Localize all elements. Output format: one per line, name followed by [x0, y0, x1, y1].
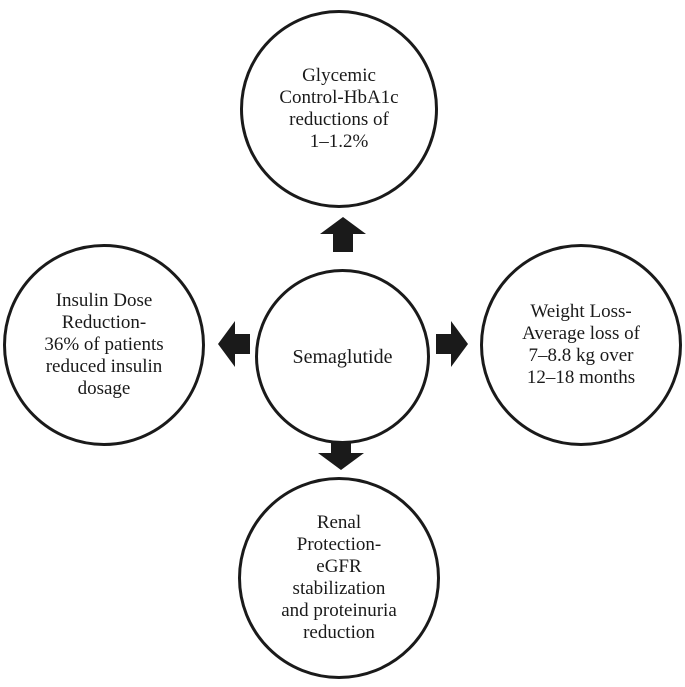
node-label: Glycemic Control-HbA1c reductions of 1–1… [279, 65, 399, 152]
node-glycemic-control: Glycemic Control-HbA1c reductions of 1–1… [240, 10, 438, 208]
node-label: Weight Loss- Average loss of 7–8.8 kg ov… [522, 301, 640, 388]
node-weight-loss: Weight Loss- Average loss of 7–8.8 kg ov… [480, 244, 682, 446]
center-label: Semaglutide [292, 345, 393, 368]
arrow-left-icon [218, 321, 250, 367]
arrow-down-icon [318, 434, 364, 470]
node-center-semaglutide: Semaglutide [255, 269, 430, 444]
arrow-up-icon [320, 217, 366, 252]
node-label: Insulin Dose Reduction- 36% of patients … [44, 290, 164, 399]
node-renal-protection: Renal Protection- eGFR stabilization and… [238, 477, 440, 679]
node-insulin-dose-reduction: Insulin Dose Reduction- 36% of patients … [3, 244, 205, 446]
arrow-right-icon [436, 321, 468, 367]
node-label: Renal Protection- eGFR stabilization and… [281, 512, 397, 643]
